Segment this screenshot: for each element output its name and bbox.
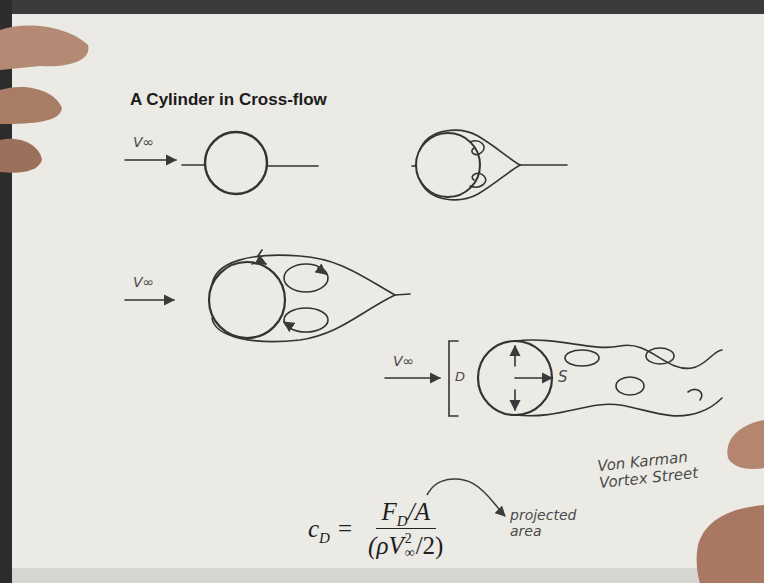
drag-coefficient-formula: cD= FD/A (ρV 2∞ /2) xyxy=(308,498,449,560)
vortex xyxy=(284,308,328,332)
formula-denominator: (ρV 2∞ /2) xyxy=(362,529,449,560)
formula-scripts: 2∞ xyxy=(405,532,415,560)
leader-line xyxy=(427,479,505,516)
formula-part: /2) xyxy=(416,532,444,560)
formula-subscript: ∞ xyxy=(405,546,415,560)
strouhal-label: S xyxy=(558,368,568,386)
vortex-arrow xyxy=(318,268,326,274)
vortex xyxy=(646,348,674,364)
stagnation-line xyxy=(412,165,416,167)
stagnation-line xyxy=(182,164,205,166)
finger xyxy=(727,420,764,469)
separation-envelope xyxy=(420,130,520,200)
formula-symbol: = xyxy=(338,515,352,542)
formula-numerator: FD/A xyxy=(376,498,436,529)
flow-arrow xyxy=(385,377,440,379)
wake-boundary xyxy=(515,398,722,416)
finger xyxy=(0,87,62,124)
vortex xyxy=(284,264,328,292)
formula-symbol: F xyxy=(382,498,397,525)
formula-symbol: c xyxy=(308,515,319,542)
stagnation-line xyxy=(267,165,318,167)
formula-lhs: cD = xyxy=(308,515,352,543)
slide-title: A Cylinder in Cross-flow xyxy=(130,90,327,110)
diameter-label: D xyxy=(455,369,465,384)
drag-arrow xyxy=(515,377,552,379)
vortex xyxy=(565,350,599,366)
recirculation-swirl xyxy=(470,141,484,155)
wake-envelope xyxy=(212,255,395,341)
finger xyxy=(0,26,88,70)
flow-arrow xyxy=(125,159,176,161)
cylinder xyxy=(205,132,267,194)
formula-part: (ρV xyxy=(368,532,404,560)
wake-boundary xyxy=(515,340,722,368)
vortex-arrow xyxy=(284,322,290,326)
formula-superscript: 2 xyxy=(405,532,415,546)
photo-edge xyxy=(0,0,764,14)
formula-symbol: /A xyxy=(408,498,430,525)
finger xyxy=(0,139,42,173)
wake-line xyxy=(520,164,567,166)
velocity-label: V∞ xyxy=(133,134,154,150)
velocity-label: V∞ xyxy=(133,274,154,290)
flow-arrow xyxy=(125,299,174,301)
formula-symbol: /2) xyxy=(416,532,444,559)
velocity-label: V∞ xyxy=(393,353,414,369)
wake-line xyxy=(395,294,410,295)
lift-arrow xyxy=(514,346,516,366)
formula-subscript: D xyxy=(397,513,408,529)
cylinder xyxy=(209,262,285,338)
recirculation-swirl xyxy=(470,173,486,187)
tick xyxy=(258,250,262,256)
photo-edge xyxy=(12,568,764,583)
sketches xyxy=(125,130,722,416)
photo-edge xyxy=(0,0,12,583)
flow-arrow xyxy=(252,263,266,265)
vortex xyxy=(616,377,644,395)
formula-symbol: (ρV xyxy=(368,532,404,559)
projected-area-note: projected area xyxy=(510,507,592,539)
vortex xyxy=(688,390,702,400)
hand xyxy=(697,505,764,583)
cylinder xyxy=(478,341,552,415)
formula-subscript: D xyxy=(319,530,330,546)
vortex-street-note: Von Karman Vortex Street xyxy=(597,446,718,493)
formula-fraction: FD/A (ρV 2∞ /2) xyxy=(362,498,449,560)
lift-arrow xyxy=(514,390,516,410)
